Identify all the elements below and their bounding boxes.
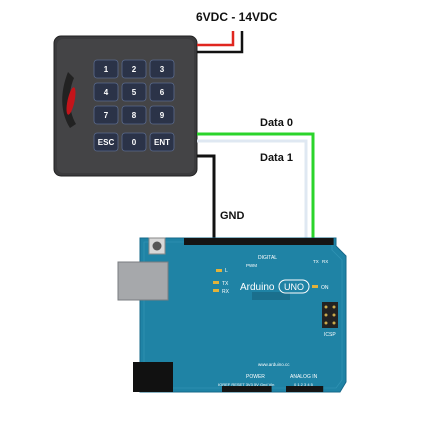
key-label: 5 xyxy=(132,88,137,97)
led-rx xyxy=(213,289,219,292)
data1-label: Data 1 xyxy=(260,152,293,164)
key-label: 2 xyxy=(132,65,137,74)
wire-gnd-black xyxy=(197,154,216,238)
key-label: 1 xyxy=(104,65,109,74)
key-button xyxy=(121,105,147,125)
arduino-model: UNO xyxy=(284,282,304,292)
on-label: ON xyxy=(321,285,329,291)
led-l-label: L xyxy=(225,268,228,274)
key-button xyxy=(149,59,175,79)
key-button xyxy=(121,59,147,79)
led-on xyxy=(312,285,318,288)
key-button xyxy=(93,132,119,152)
usb-port xyxy=(117,261,169,301)
key-label: ESC xyxy=(98,138,115,147)
header-socket xyxy=(222,386,272,392)
key-button xyxy=(149,105,175,125)
indicator-led xyxy=(66,87,76,115)
pcb-trace-block xyxy=(252,292,290,300)
power-pins-label: IOREF RESET 3V3 5V Gnd Vin xyxy=(218,382,274,387)
header-socket xyxy=(184,238,246,245)
gnd-label: GND xyxy=(220,210,245,222)
key-button xyxy=(149,132,175,152)
pwm-label: PWM xyxy=(246,263,257,268)
pcb xyxy=(139,237,347,393)
led-tx-label: TX xyxy=(222,281,229,287)
header-socket xyxy=(286,386,324,392)
icsp-label: ICSP xyxy=(324,332,336,338)
icsp-header xyxy=(322,302,338,328)
header-socket xyxy=(246,238,296,245)
key-button xyxy=(149,82,175,102)
key-button xyxy=(93,59,119,79)
key-label: 0 xyxy=(132,138,137,147)
rx-label: RX xyxy=(322,259,328,264)
key-label: 9 xyxy=(160,111,165,120)
wire-power-red xyxy=(197,31,235,47)
icsp-pin xyxy=(324,305,328,309)
wire-power-black xyxy=(197,31,244,54)
key-button xyxy=(121,82,147,102)
key-label: 7 xyxy=(104,111,109,120)
key-label: 8 xyxy=(132,111,137,120)
header-socket xyxy=(284,238,334,245)
dc-power-jack xyxy=(133,362,173,392)
reset-button-cap xyxy=(152,241,162,251)
icsp-pin xyxy=(332,321,336,325)
led-tx xyxy=(213,281,219,284)
icsp-pin xyxy=(332,313,336,317)
power-header-label: POWER xyxy=(246,374,265,380)
url-label: www.arduino.cc xyxy=(258,362,290,367)
digital-header xyxy=(184,238,334,245)
key-button xyxy=(93,105,119,125)
key-label: ENT xyxy=(154,138,170,147)
analog-header-label: ANALOG IN xyxy=(290,374,318,380)
key-label: 3 xyxy=(160,65,165,74)
led-rx-label: RX xyxy=(222,289,230,295)
power-label: 6VDC - 14VDC xyxy=(196,10,278,24)
analog-pins-label: 0 1 2 3 4 5 xyxy=(294,382,314,387)
wire-data0-green xyxy=(197,132,315,238)
arduino-brand: Arduino xyxy=(240,282,275,293)
digital-label: DIGITAL xyxy=(258,255,277,261)
tx-label: TX xyxy=(313,259,319,264)
wires xyxy=(197,31,315,238)
led-l xyxy=(216,269,222,272)
uno-badge xyxy=(278,279,310,294)
icsp-pin xyxy=(324,313,328,317)
data0-label: Data 0 xyxy=(260,117,293,129)
key-button xyxy=(121,132,147,152)
wire-data1-white xyxy=(197,139,308,238)
key-label: 6 xyxy=(160,88,165,97)
bottom-header xyxy=(222,386,324,392)
icsp-pin xyxy=(324,321,328,325)
icsp-pin xyxy=(332,305,336,309)
arduino-board: L TX RX Arduino UNO ON DIGITAL PWM TX RX… xyxy=(117,237,347,393)
key-button xyxy=(93,82,119,102)
key-label: 4 xyxy=(104,88,109,97)
